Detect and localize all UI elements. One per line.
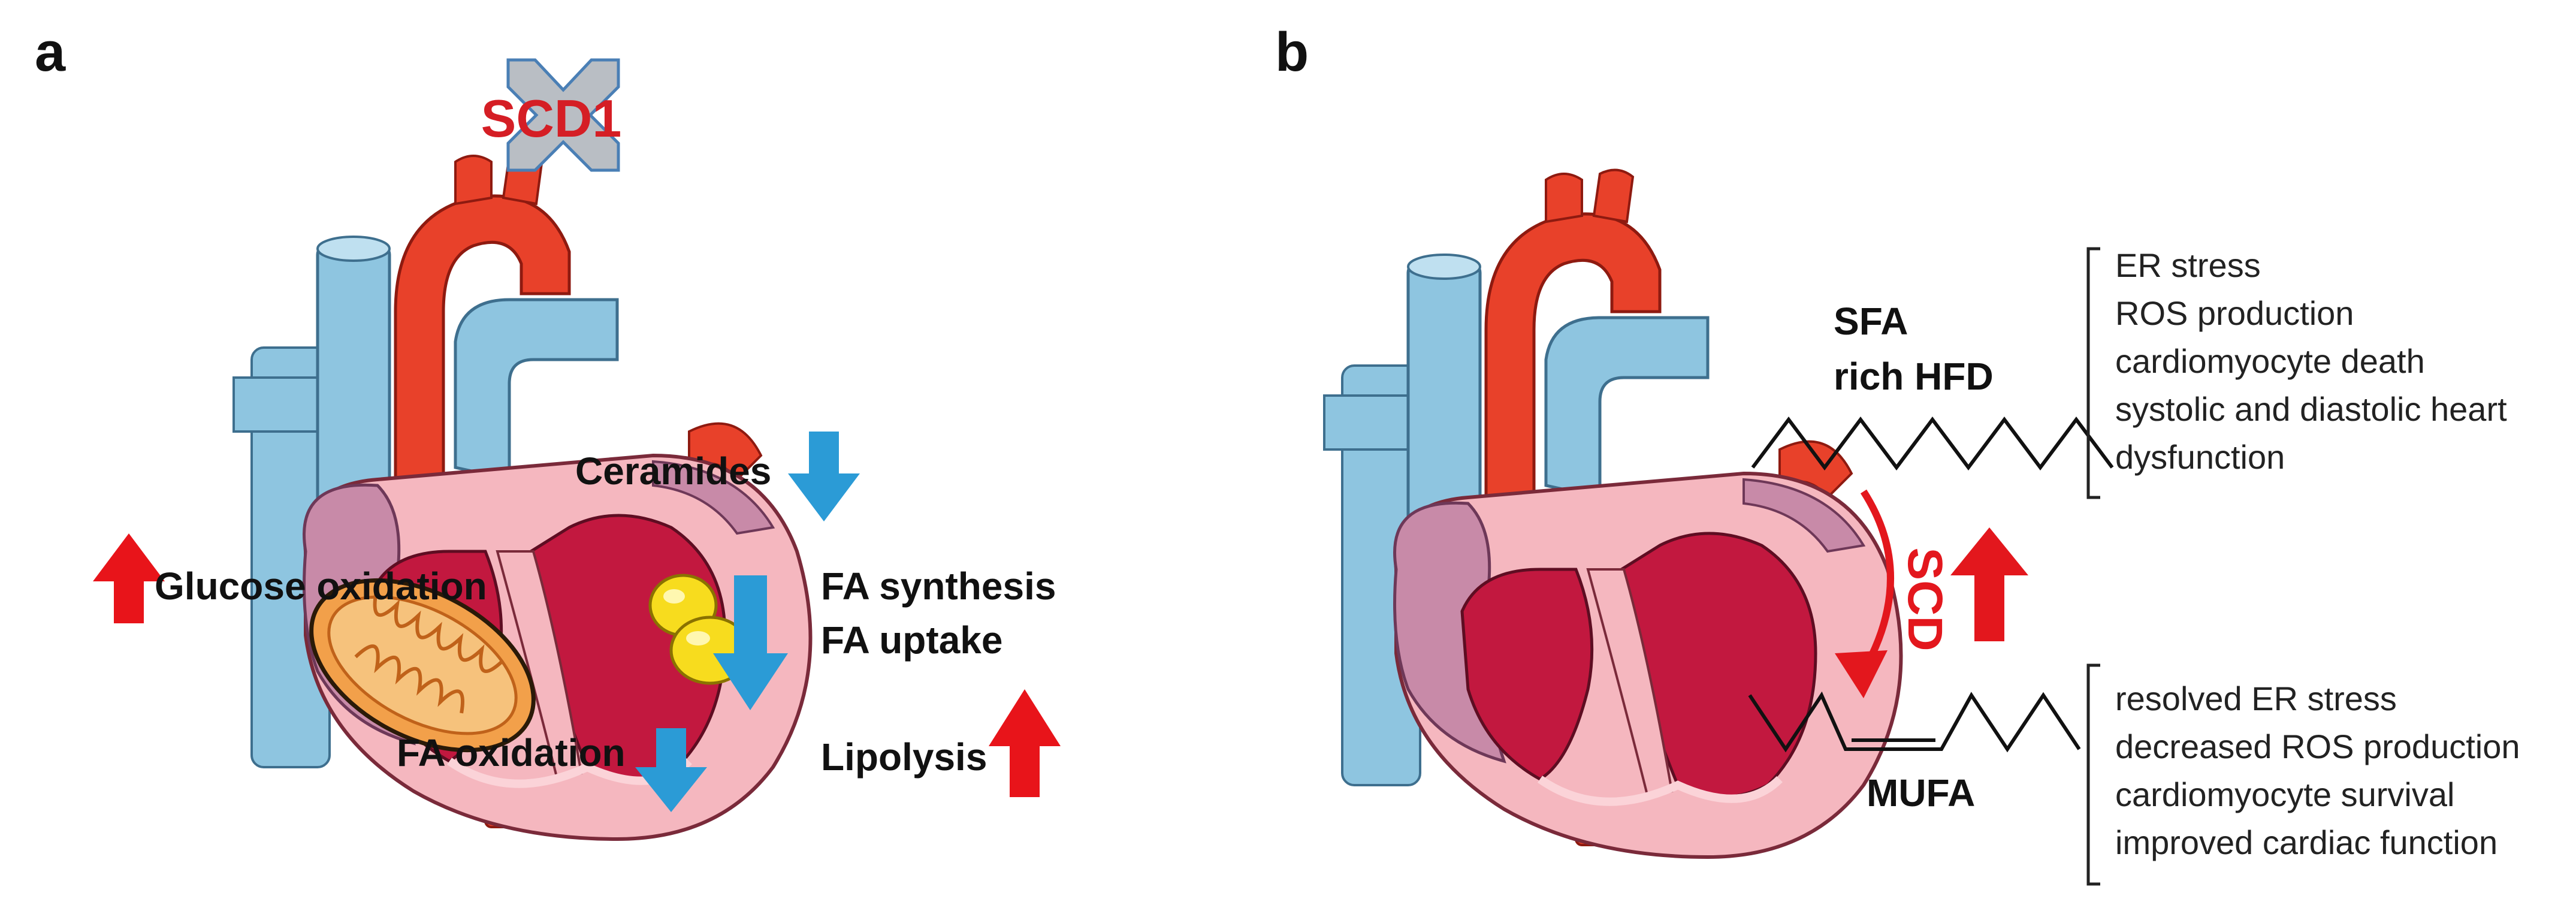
mufa-chain (1748, 691, 2081, 753)
ceramides-label: Ceramides (575, 450, 771, 493)
list-item: ER stress (2115, 246, 2261, 284)
mitochondrion-icon (309, 578, 536, 753)
arrow-down-icon (635, 728, 707, 812)
list-item: dysfunction (2115, 438, 2285, 476)
list-item: systolic and diastolic heart (2115, 390, 2507, 428)
arrow-up-icon (989, 689, 1061, 797)
scd-label: SCD (1898, 547, 1952, 651)
sfa-diet-label: rich HFD (1834, 355, 1994, 398)
mufa-label: MUFA (1867, 771, 1975, 815)
knockout-mark: SCD1 (481, 58, 622, 172)
panel-b-letter: b (1275, 22, 1309, 83)
conversion-arrow (1860, 489, 1894, 673)
sfa-effects-list: ER stress ROS production cardiomyocyte d… (2115, 246, 2507, 476)
panel-a-letter: a (35, 22, 66, 83)
glucose-oxidation-label: Glucose oxidation (155, 565, 487, 608)
mufa-effects-bracket (2086, 663, 2100, 886)
panel-b: b SFA rich HFD SCD MUFA ER stress ROS pr… (1275, 22, 2520, 886)
heart-illustration-b (1324, 170, 1901, 857)
fa-uptake-label: FA uptake (821, 619, 1002, 662)
arrow-up-icon (93, 533, 165, 623)
list-item: ROS production (2115, 294, 2354, 332)
fa-synthesis-label: FA synthesis (821, 565, 1056, 608)
cross-icon (506, 58, 620, 172)
scd1-label: SCD1 (481, 89, 622, 148)
arrow-up-icon (1950, 527, 2028, 641)
fa-oxidation-label: FA oxidation (397, 731, 626, 774)
sfa-effects-bracket (2086, 247, 2100, 499)
list-item: cardiomyocyte survival (2115, 776, 2454, 813)
arrowhead-icon (1835, 650, 1888, 698)
list-item: decreased ROS production (2115, 728, 2520, 765)
mufa-effects-list: resolved ER stress decreased ROS product… (2115, 680, 2520, 861)
panel-a: a SCD1 Ceramides Glucose oxi (35, 22, 1061, 839)
list-item: cardiomyocyte death (2115, 342, 2425, 380)
lipolysis-label: Lipolysis (821, 735, 987, 779)
arrow-down-icon (788, 432, 860, 521)
sfa-label: SFA (1834, 300, 1908, 343)
arrow-down-icon (713, 575, 788, 710)
list-item: improved cardiac function (2115, 823, 2498, 861)
sfa-chain (1751, 417, 2114, 470)
list-item: resolved ER stress (2115, 680, 2397, 717)
